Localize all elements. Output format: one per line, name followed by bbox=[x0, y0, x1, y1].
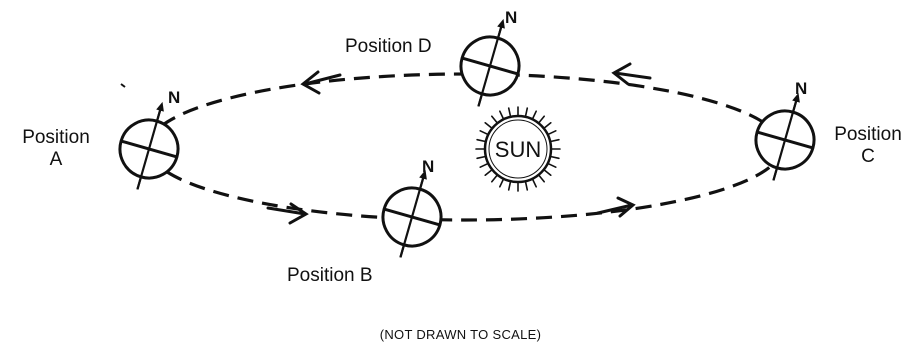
sun-ray bbox=[479, 163, 489, 168]
sun-ray bbox=[524, 107, 529, 117]
sun-ray bbox=[490, 174, 498, 183]
sun-ray bbox=[476, 155, 486, 160]
sun-ray bbox=[543, 169, 552, 176]
sun-ray bbox=[547, 130, 557, 135]
position-c-line2: C bbox=[861, 146, 875, 167]
position-a-label: Position A bbox=[6, 127, 106, 171]
position-d-label: Position D bbox=[345, 36, 432, 57]
sun-ray bbox=[498, 110, 505, 120]
sun-ray bbox=[531, 178, 538, 188]
sun-ray bbox=[550, 155, 560, 160]
north-arrow-icon bbox=[497, 18, 505, 29]
earth-position-c bbox=[754, 92, 816, 181]
position-a-line1: Position bbox=[22, 127, 90, 148]
position-b-label: Position B bbox=[287, 265, 373, 286]
earth-position-d bbox=[459, 18, 521, 107]
north-label-a: N bbox=[168, 88, 180, 107]
direction-arrow-bottom-left bbox=[266, 202, 309, 225]
orbit-path bbox=[146, 72, 784, 222]
sun-ray bbox=[507, 107, 512, 117]
direction-arrow-top-right bbox=[611, 62, 652, 86]
north-label-d: N bbox=[505, 8, 517, 27]
scale-caption: (NOT DRAWN TO SCALE) bbox=[379, 327, 542, 342]
sun-ray bbox=[507, 181, 512, 191]
north-label-b: N bbox=[422, 157, 434, 176]
north-arrow-icon bbox=[156, 101, 164, 112]
north-label-c: N bbox=[795, 79, 807, 98]
sun-ray bbox=[531, 110, 538, 120]
north-arrow-icon bbox=[419, 169, 427, 180]
stray-mark bbox=[120, 83, 126, 88]
north-arrow-icon bbox=[792, 92, 800, 103]
sun-label: SUN bbox=[495, 137, 541, 162]
position-c-label: Position C bbox=[820, 124, 916, 168]
sun-icon: SUN bbox=[475, 106, 561, 192]
sun-ray bbox=[484, 169, 493, 176]
sun-ray bbox=[547, 163, 557, 168]
direction-arrow-top-left bbox=[300, 70, 342, 95]
sun-ray bbox=[484, 122, 493, 129]
sun-ray bbox=[524, 181, 529, 191]
sun-ray bbox=[476, 138, 486, 143]
sun-ray bbox=[550, 138, 560, 143]
earth-position-a bbox=[118, 101, 180, 190]
earth-position-b bbox=[381, 169, 443, 258]
sun-ray bbox=[538, 174, 546, 183]
sun-ray bbox=[543, 122, 552, 129]
sun-ray bbox=[538, 115, 546, 124]
position-c-line1: Position bbox=[834, 124, 902, 145]
position-a-line2: A bbox=[49, 149, 63, 170]
sun-ray bbox=[490, 115, 498, 124]
sun-ray bbox=[498, 178, 505, 188]
sun-ray bbox=[479, 130, 489, 135]
direction-arrow-bottom-right bbox=[596, 196, 636, 218]
